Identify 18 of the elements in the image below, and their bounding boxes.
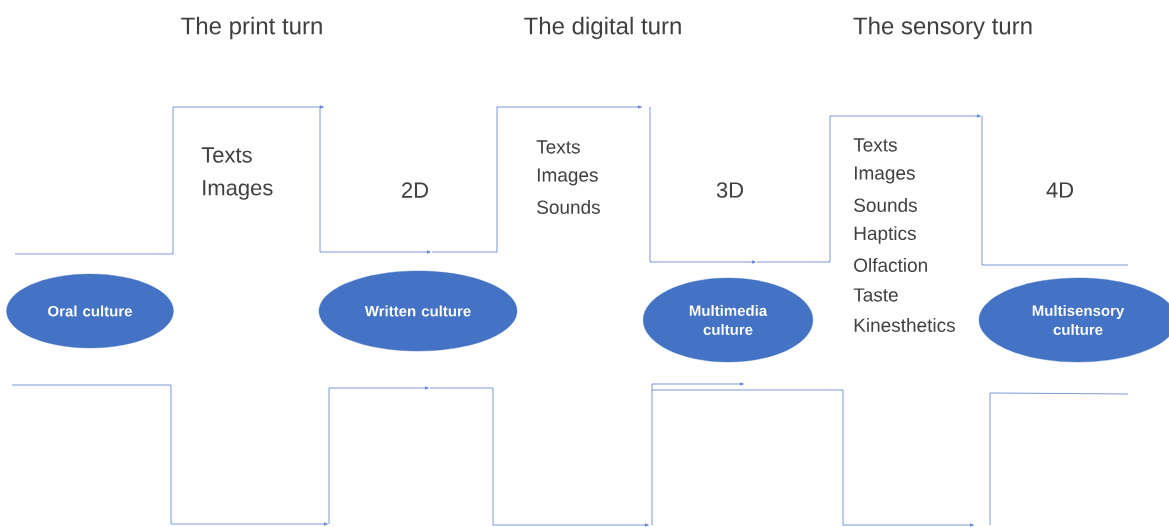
- dimension-label: 4D: [1046, 182, 1073, 198]
- heading: The print turn: [181, 16, 322, 40]
- list-item: Taste: [853, 288, 898, 302]
- list-item: Kinesthetics: [854, 318, 955, 332]
- heading: The sensory turn: [853, 16, 1032, 40]
- list-item: Texts: [536, 140, 580, 154]
- dimension-label: 3D: [716, 182, 743, 198]
- list-item: Haptics: [854, 226, 916, 244]
- list-item: Sounds: [537, 200, 600, 214]
- list-item: Olfaction: [854, 258, 927, 272]
- heading: The digital turn: [524, 16, 681, 40]
- list-item: Texts: [853, 138, 897, 152]
- list-item: Images: [537, 168, 598, 186]
- list-item: Images: [854, 166, 915, 184]
- list-item: Images: [203, 180, 273, 200]
- dimension-label: 2D: [402, 182, 428, 198]
- list-item: Texts: [201, 147, 252, 163]
- list-item: Sounds: [854, 198, 917, 212]
